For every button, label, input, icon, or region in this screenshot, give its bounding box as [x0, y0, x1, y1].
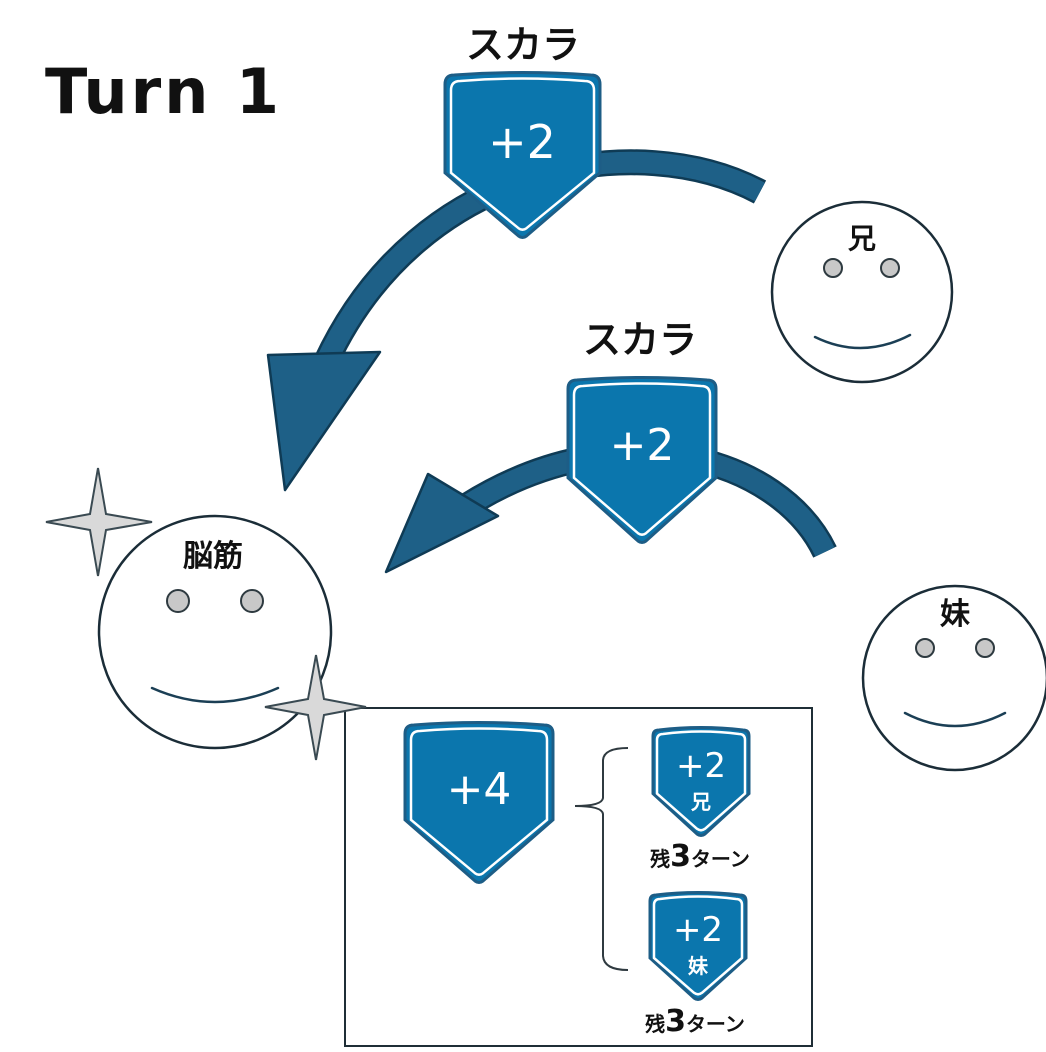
face-sister: 妹 — [861, 584, 1046, 772]
character-name-sister: 妹 — [940, 597, 970, 632]
remaining-turns-sister: 残3ターン — [645, 1004, 745, 1039]
stack-source: 妹 — [687, 954, 709, 978]
shield-value-total: +4 — [447, 764, 512, 815]
character-name-target: 脳筋 — [183, 539, 243, 574]
buff-summary-panel: +4 +2 兄 残3ターン +2 妹 残3ターン — [344, 707, 813, 1047]
eye-left — [823, 258, 843, 278]
face-brother: 兄 — [770, 200, 954, 384]
stack-value: +2 — [673, 910, 723, 950]
eye-left — [915, 638, 935, 658]
brace — [574, 747, 629, 971]
shield-badge-stack-brother: +2 兄 — [651, 726, 751, 837]
eye-left — [166, 589, 190, 613]
mouth — [903, 711, 1007, 728]
stack-value: +2 — [676, 746, 726, 786]
skill-label-brother: スカラ — [466, 23, 580, 67]
skill-label-sister: スカラ — [583, 318, 697, 362]
face-outline — [861, 584, 1046, 772]
turn-label: Turn 1 — [45, 55, 282, 128]
shield-badge-sister: +2 — [566, 376, 718, 544]
shield-value: +2 — [488, 115, 556, 169]
eye-right — [975, 638, 995, 658]
eye-right — [240, 589, 264, 613]
stack-source: 兄 — [690, 790, 711, 814]
character-name-brother: 兄 — [848, 222, 876, 255]
shield-value: +2 — [610, 420, 675, 471]
mouth — [150, 686, 280, 704]
face-target: 脳筋 — [97, 514, 333, 750]
sparkle-icon — [45, 467, 153, 577]
shield-badge-total: +4 — [403, 721, 555, 884]
shield-badge-brother: +2 — [443, 71, 602, 239]
shield-badge-stack-sister: +2 妹 — [648, 891, 748, 1001]
sparkle-icon — [264, 654, 367, 761]
remaining-turns-brother: 残3ターン — [650, 839, 750, 874]
eye-right — [880, 258, 900, 278]
mouth — [813, 333, 912, 350]
